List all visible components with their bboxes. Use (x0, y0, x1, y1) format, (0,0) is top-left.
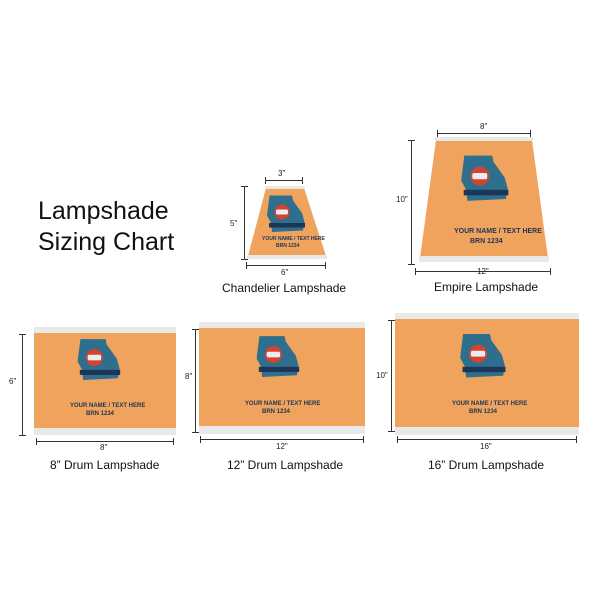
drum-16-height-dim-line (391, 320, 392, 432)
empire-height-dim-line (411, 140, 412, 265)
empire-top-dim-tick-left (437, 130, 438, 137)
drum-12-design-graphic (251, 333, 307, 408)
chandelier-bottom-dim-tick-left (246, 262, 247, 269)
drum-8-height-dim-line (22, 334, 23, 436)
drum-12-personal-text-2: BRN 1234 (262, 409, 291, 415)
drum-16-personal-text-2: BRN 1234 (469, 409, 498, 415)
drum-12-width-label: 12" (276, 442, 288, 451)
drum-12-height-dim-line (195, 329, 196, 433)
chandelier-personal-text-2: BRN 1234 (276, 243, 300, 249)
chart-title: Lampshade Sizing Chart (38, 196, 174, 258)
empire-bottom-dim-line (415, 271, 551, 272)
chandelier-height-dim-tick-bottom (241, 259, 248, 260)
chandelier-height-dim-tick-top (241, 186, 248, 187)
drum-16-lampshade-caption: 16” Drum Lampshade (428, 458, 545, 472)
drum-16-design-graphic (453, 331, 515, 410)
drum-12-personal-text-1: YOUR NAME / TEXT HERE (245, 401, 321, 407)
drum-12-width-dim-tick-right (363, 436, 364, 443)
chandelier-lampshade-caption: Chandelier Lampshade (222, 281, 347, 295)
empire-personal-text-2: BRN 1234 (470, 238, 503, 245)
drum-16-width-dim-line (397, 439, 577, 440)
drum-16-height-dim-tick-bottom (388, 431, 395, 432)
drum-8-design-graphic (72, 336, 128, 411)
drum-16-width-dim-tick-left (397, 436, 398, 443)
drum-12-width-dim-line (200, 439, 364, 440)
drum-8-width-dim-line (36, 441, 174, 442)
drum-16-personal-text-1: YOUR NAME / TEXT HERE (452, 401, 528, 407)
drum-8-height-dim-tick-bottom (19, 435, 26, 436)
empire-bottom-dim-tick-right (550, 268, 551, 275)
chandelier-top-dim-tick-left (265, 177, 266, 184)
empire-top-width-label: 8" (480, 122, 488, 131)
drum-8-lampshade-caption: 8” Drum Lampshade (50, 458, 160, 472)
chart-title-line2: Sizing Chart (38, 228, 175, 256)
drum-8-height-label: 6" (9, 377, 17, 386)
drum-12-lampshade-caption: 12” Drum Lampshade (227, 458, 344, 472)
chandelier-top-dim-tick-right (302, 177, 303, 184)
drum-8-width-dim-tick-left (36, 438, 37, 445)
drum-16-width-label: 16" (480, 442, 492, 451)
drum-16-width-dim-tick-right (576, 436, 577, 443)
drum-8-width-dim-tick-right (173, 438, 174, 445)
chandelier-bottom-dim-line (246, 265, 326, 266)
drum-8-personal-text-1: YOUR NAME / TEXT HERE (70, 403, 146, 409)
chart-title-line1: Lampshade (38, 197, 169, 225)
drum-16-height-label: 10" (376, 371, 388, 380)
empire-height-dim-tick-bottom (408, 264, 415, 265)
drum-8-personal-text-2: BRN 1234 (86, 411, 115, 417)
empire-top-dim-line (437, 133, 531, 134)
empire-top-dim-tick-right (530, 130, 531, 137)
drum-16-height-dim-tick-top (388, 320, 395, 321)
empire-height-label: 10" (396, 195, 408, 204)
chandelier-height-dim-line (244, 186, 245, 260)
drum-8-height-dim-tick-top (19, 334, 26, 335)
drum-8-width-label: 8" (100, 443, 108, 452)
chandelier-top-dim-line (265, 180, 303, 181)
chandelier-personal-text-1: YOUR NAME / TEXT HERE (262, 236, 325, 242)
empire-lampshade-caption: Empire Lampshade (434, 280, 539, 294)
empire-bottom-width-label: 12" (477, 267, 489, 276)
chandelier-top-width-label: 3" (278, 169, 286, 178)
drum-12-height-dim-tick-bottom (192, 432, 199, 433)
empire-height-dim-tick-top (408, 140, 415, 141)
empire-design-graphic (455, 152, 517, 235)
chandelier-design-graphic (262, 193, 312, 260)
chandelier-height-label: 5" (230, 219, 238, 228)
chandelier-bottom-dim-tick-right (325, 262, 326, 269)
chandelier-bottom-width-label: 6" (281, 268, 289, 277)
drum-12-width-dim-tick-left (200, 436, 201, 443)
drum-12-height-label: 8" (185, 372, 193, 381)
empire-personal-text-1: YOUR NAME / TEXT HERE (454, 228, 542, 235)
empire-bottom-dim-tick-left (415, 268, 416, 275)
drum-12-height-dim-tick-top (192, 329, 199, 330)
